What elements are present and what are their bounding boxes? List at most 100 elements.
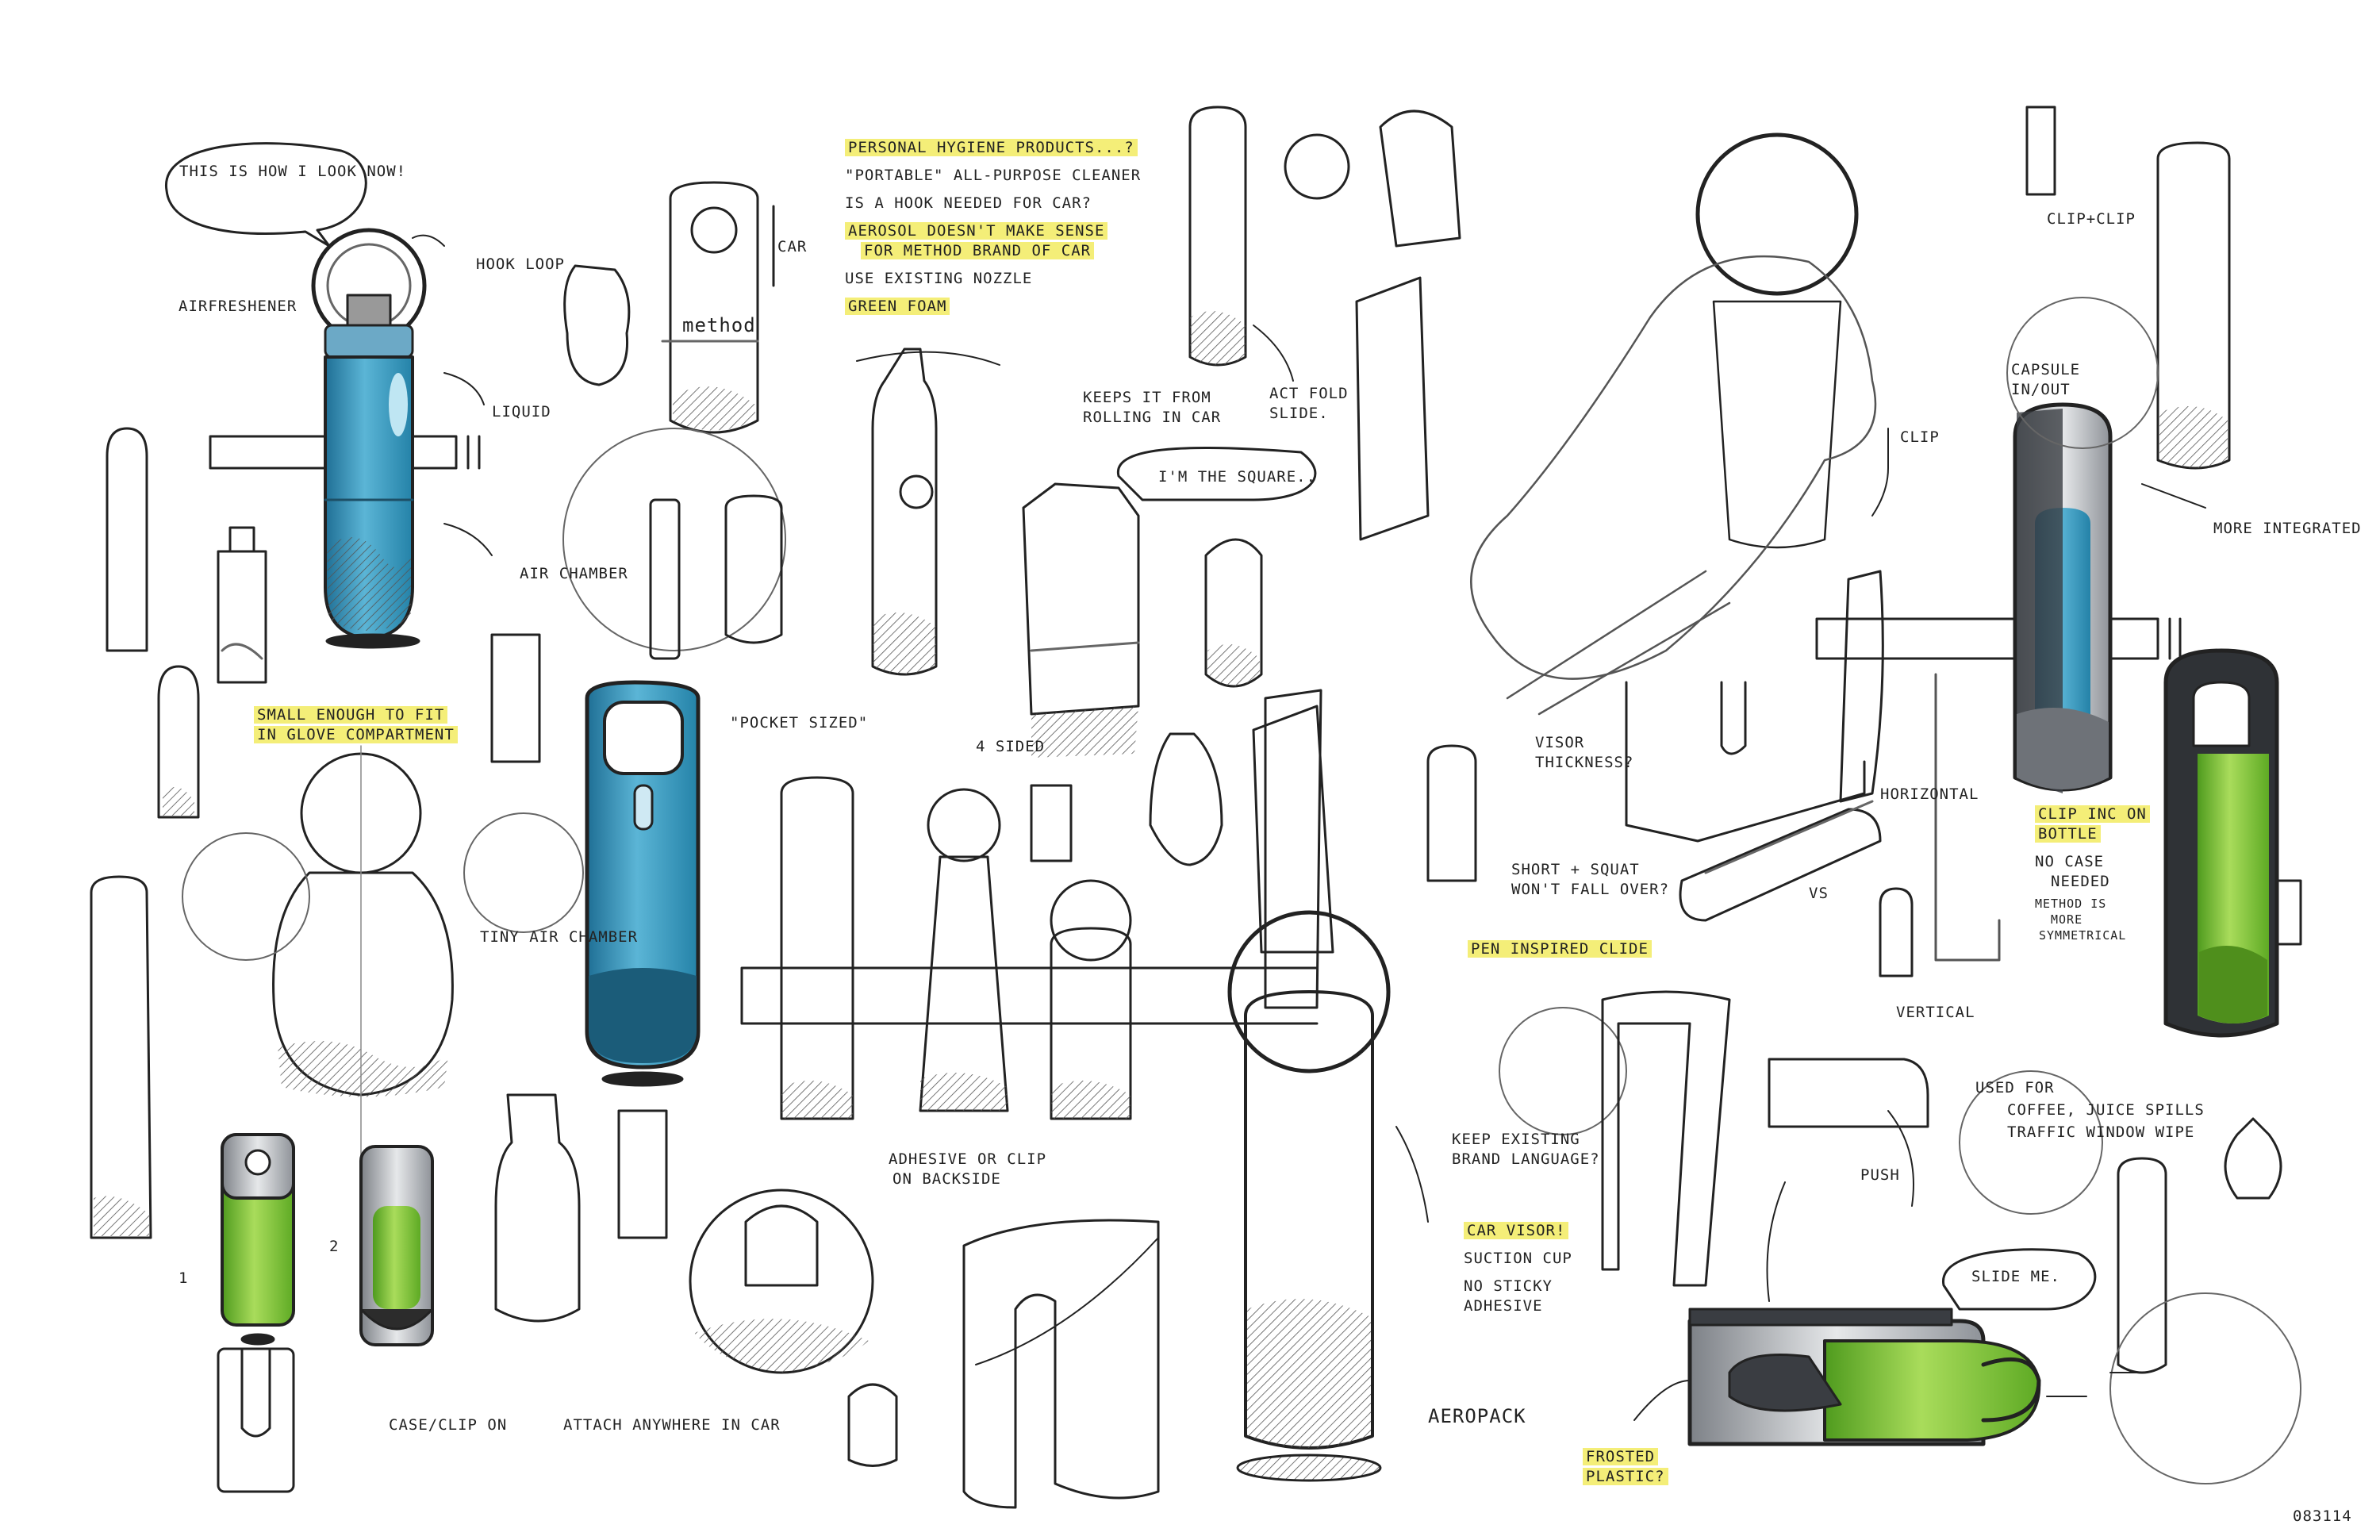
sheet-id: 083114 [2293,1507,2352,1525]
small-enough-text: SMALL ENOUGH TO FIT [254,706,448,724]
on-backside-label: ON BACKSIDE [892,1170,1001,1188]
brand-language-label: BRAND LANGUAGE? [1452,1150,1600,1168]
symmetrical-label: SYMMETRICAL [2039,928,2127,943]
note-existing-nozzle: USE EXISTING NOZZLE [845,270,1033,287]
suction-cup-label: SUCTION CUP [1464,1250,1572,1267]
detail-circle [562,428,786,651]
liquid-label: LIQUID [492,403,551,421]
method-blue-bottle [585,680,701,1087]
hand-holding-bottle [1470,132,1877,716]
clip-label: CLIP [1900,428,1940,446]
visor-sketch [1625,681,1866,843]
slide-label: SLIDE. [1269,405,1329,422]
visor-label: VISOR [1535,734,1585,751]
lens-circle [463,812,584,933]
leader-lines [412,234,2206,1421]
slide-me-bubble [1942,1248,2097,1311]
wont-fall-label: WON'T FALL OVER? [1511,881,1670,898]
square-bottle [1022,482,1140,758]
used-for-label: USED FOR [1975,1079,2055,1096]
clip-bar-right [1815,617,2182,660]
coffee-juice-label: COFFEE, JUICE SPILLS [2007,1101,2205,1119]
glove-compartment-text: IN GLOVE COMPARTMENT [254,726,458,743]
more-label: MORE [2051,912,2083,927]
cylinder-sketches [1188,106,1461,954]
plastic-text: PLASTIC? [1583,1468,1668,1485]
adhesive-clip-label: ADHESIVE OR CLIP [889,1150,1047,1168]
thin-bottles [490,494,783,763]
note-green-foam: GREEN FOAM [845,298,950,317]
right-lens-circle [2006,297,2159,449]
small-enough-label: SMALL ENOUGH TO FIT [254,706,448,725]
large-aerosol-ring [1227,910,1391,1482]
case-clip-label: CASE/CLIP ON [389,1416,508,1434]
speech-bubble [165,142,367,248]
thickness-label: THICKNESS? [1535,754,1634,771]
bubble-text: THIS IS HOW I LOOK NOW! [179,163,407,180]
note-personal-hygiene: PERSONAL HYGIENE PRODUCTS...? [845,139,1138,158]
small-flask-sketch [563,264,631,386]
green-bottle-2 [359,1145,434,1346]
bottle-text: BOTTLE [2035,825,2101,843]
vertical-label: VERTICAL [1896,1004,1975,1021]
car-bottle-sketch [661,181,775,434]
method-logo-text: method [682,314,756,336]
personal-hygiene-text: PERSONAL HYGIENE PRODUCTS...? [845,139,1138,156]
clip-inc-label: CLIP INC ON [2035,805,2150,824]
blue-clip-bottle [2013,402,2113,793]
note-hook-needed: IS A HOOK NEEDED FOR CAR? [845,194,1092,212]
slide-me-text: SLIDE ME. [1971,1268,2060,1285]
rounded-bottle [1204,538,1263,688]
traffic-window-label: TRAFFIC WINDOW WIPE [2007,1123,2195,1141]
pocket-sized-label: "POCKET SIZED" [730,714,869,732]
green-foam-text: GREEN FOAM [845,298,950,315]
note-aerosol-sense: AEROSOL DOESN'T MAKE SENSE [845,222,1108,241]
adhesive-label: ADHESIVE [1464,1297,1543,1315]
plastic-label: PLASTIC? [1583,1468,1668,1487]
bar-mount [209,435,481,470]
small-bottle-sketches [90,427,454,1239]
attach-anywhere-label: ATTACH ANYWHERE IN CAR [563,1416,781,1434]
keep-existing-label: KEEP EXISTING [1452,1131,1580,1148]
number-1: 1 [178,1269,189,1287]
frosted-label: FROSTED [1583,1448,1659,1467]
note-for-method: FOR METHOD BRAND OF CAR [861,242,1095,261]
short-squat-label: SHORT + SQUAT [1511,861,1640,878]
blue-aerosol-sketch [311,228,427,649]
aerosol-sense-text: AEROSOL DOESN'T MAKE SENSE [845,222,1108,240]
green-bottle-1 [221,1133,295,1346]
square-speech-bubble [1116,446,1317,501]
needed-label: NEEDED [2051,873,2110,890]
hook-bottles-row [740,776,1319,1120]
number-2: 2 [329,1238,340,1255]
horizontal-label: HORIZONTAL [1880,785,1979,803]
rolling-car-label: ROLLING IN CAR [1083,409,1222,426]
hook-loop-label: HOOK LOOP [476,255,565,273]
c-shaped-clip [962,1219,1160,1509]
air-freshener-label: AIRFRESHENER [178,298,298,315]
right-top-clip-bottle [2025,106,2231,470]
pen-clip-sketch [1679,800,1882,922]
push-label: PUSH [1860,1166,1900,1184]
method-is-label: METHOD IS [2035,897,2107,911]
aeropack-label: AEROPACK [1428,1405,1526,1427]
act-fold-label: ACT FOLD [1269,385,1349,402]
vs-label: VS [1809,885,1829,902]
note-portable-cleaner: "PORTABLE" ALL-PURPOSE CLEANER [845,167,1142,184]
air-chamber-label: AIR CHAMBER [520,565,628,582]
bottle-label: BOTTLE [2035,825,2101,844]
square-bubble-text: I'M THE SQUARE.. [1158,468,1317,486]
clip-detail-sketches [1768,570,2103,1215]
no-case-label: NO CASE [2035,853,2105,870]
lower-sketches [494,1093,898,1467]
in-out-label: IN/OUT [2011,381,2071,398]
keeps-rolling-label: KEEPS IT FROM [1083,389,1211,406]
car-visor-label: CAR VISOR! [1464,1222,1569,1241]
glove-compartment-label: IN GLOVE COMPARTMENT [254,726,458,745]
pen-inspired-text: PEN INSPIRED CLIDE [1468,940,1652,958]
aeropack-slide [1687,1308,2041,1446]
green-clip-bottle [2163,648,2302,1038]
drop-bottle-sketches [1030,689,1477,1009]
car-visor-text: CAR VISOR! [1464,1222,1569,1239]
